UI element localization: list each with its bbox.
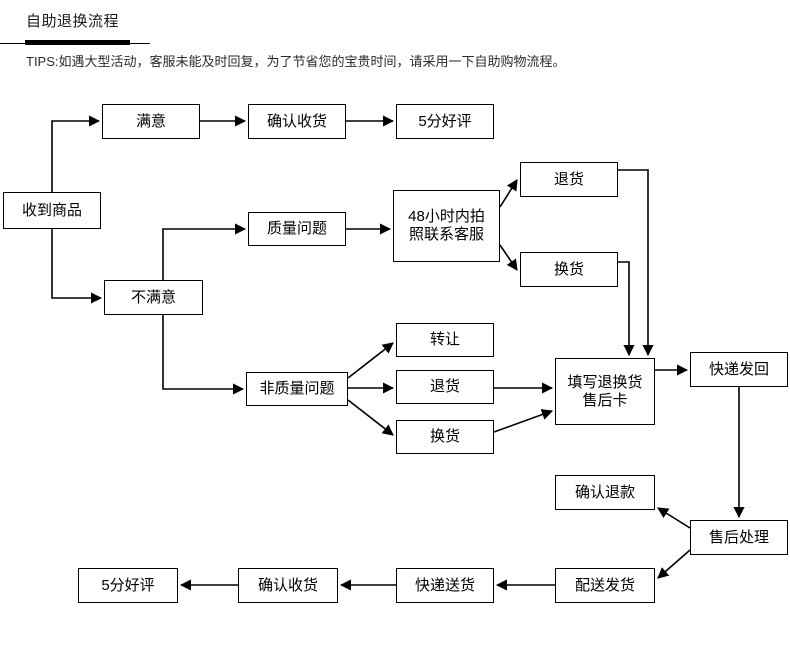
node-label: 不满意 <box>130 288 176 306</box>
node-return-top[interactable]: 退货 <box>520 162 618 197</box>
edge-return-fillcard <box>618 169 654 357</box>
node-label: 确认收货 <box>257 576 318 594</box>
node-label: 退货 <box>429 378 460 396</box>
edge-unsatisfied-nonquality <box>162 315 245 395</box>
node-exchange-top[interactable]: 换货 <box>520 252 618 287</box>
node-label: 配送发货 <box>574 576 635 594</box>
node-dispatch[interactable]: 配送发货 <box>555 568 655 603</box>
node-label: 快递发回 <box>708 360 769 378</box>
node-label: 换货 <box>429 428 460 446</box>
edge-aftersales-dispatch <box>657 549 691 579</box>
node-label: 转让 <box>429 331 460 349</box>
edge-exchange-fillcard <box>618 261 635 357</box>
node-after-sales[interactable]: 售后处理 <box>690 520 788 555</box>
node-fill-card[interactable]: 填写退换货 售后卡 <box>555 358 655 425</box>
node-contact-48h[interactable]: 48小时内拍 照联系客服 <box>393 190 500 262</box>
node-confirm-receipt-bottom[interactable]: 确认收货 <box>238 568 338 603</box>
edge-received-unsatisfied <box>51 229 103 304</box>
node-label: 退货 <box>553 170 584 188</box>
edge-nonquality-exchange <box>347 399 394 436</box>
node-quality-issue[interactable]: 质量问题 <box>248 212 346 246</box>
node-label: 48小时内拍 照联系客服 <box>408 208 485 243</box>
node-ship-back[interactable]: 快递发回 <box>690 352 788 387</box>
edge-nonquality-transfer <box>347 342 394 379</box>
node-five-star-bottom[interactable]: 5分好评 <box>78 568 178 603</box>
node-transfer[interactable]: 转让 <box>396 323 494 357</box>
title-rule-thick <box>25 40 130 45</box>
node-label: 满意 <box>135 112 166 130</box>
node-return-nonquality[interactable]: 退货 <box>396 370 494 404</box>
node-label: 5分好评 <box>101 576 155 594</box>
node-confirm-refund[interactable]: 确认退款 <box>555 475 655 510</box>
node-label: 收到商品 <box>21 201 82 219</box>
edge-aftersales-confirmrefund <box>657 507 691 529</box>
edge-contact48h-return <box>499 179 518 208</box>
node-label: 售后处理 <box>708 528 769 546</box>
node-received[interactable]: 收到商品 <box>3 192 101 229</box>
node-label: 换货 <box>553 260 584 278</box>
edge-unsatisfied-quality <box>162 223 247 280</box>
page-title: 自助退换流程 <box>26 13 120 30</box>
node-unsatisfied[interactable]: 不满意 <box>104 280 203 315</box>
node-courier-deliver[interactable]: 快递送货 <box>396 568 494 603</box>
node-label: 确认退款 <box>574 483 635 501</box>
node-label: 确认收货 <box>266 112 327 130</box>
node-label: 5分好评 <box>418 112 472 130</box>
node-non-quality-issue[interactable]: 非质量问题 <box>246 372 348 406</box>
node-label: 非质量问题 <box>259 380 335 398</box>
edge-contact48h-exchange <box>499 244 518 271</box>
node-five-star-top[interactable]: 5分好评 <box>396 104 494 139</box>
node-label: 质量问题 <box>266 220 327 238</box>
tips-line: TIPS:如遇大型活动，客服未能及时回复，为了节省您的宝贵时间，请采用一下自助购… <box>26 54 566 69</box>
node-confirm-receipt-top[interactable]: 确认收货 <box>248 104 346 139</box>
edge-exchangenq-fillcard <box>493 409 554 433</box>
node-label: 填写退换货 售后卡 <box>567 373 643 409</box>
edge-received-satisfied <box>51 115 101 192</box>
node-exchange-nonquality[interactable]: 换货 <box>396 420 494 454</box>
node-label: 快递送货 <box>414 576 475 594</box>
node-satisfied[interactable]: 满意 <box>102 104 200 139</box>
